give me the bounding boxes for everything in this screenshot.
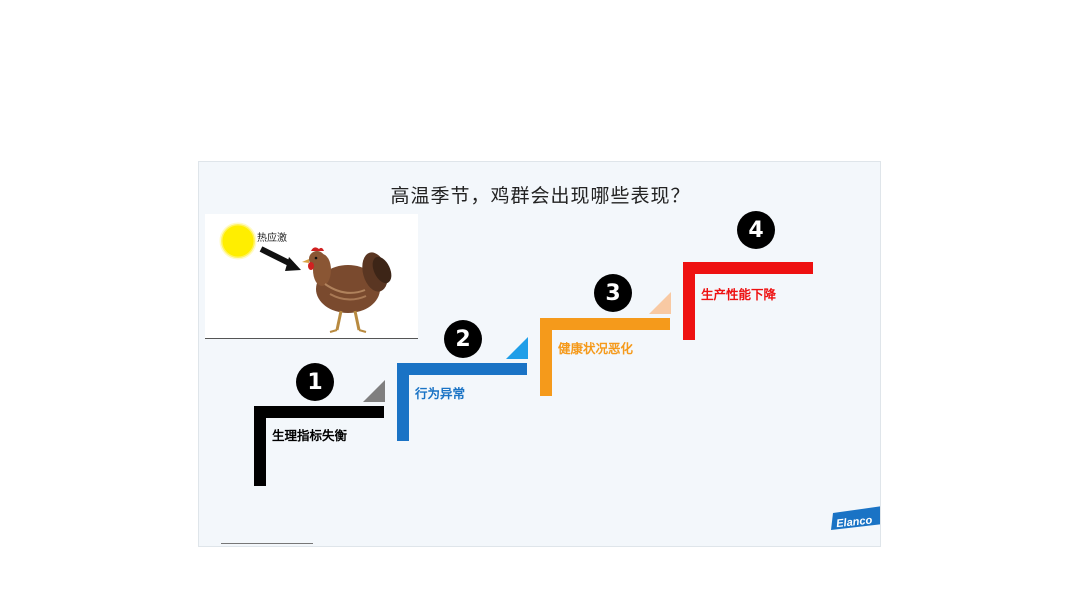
step-4-horizontal-bar — [683, 262, 813, 274]
chicken-icon — [302, 247, 392, 333]
step-4-label: 生产性能下降 — [701, 287, 777, 302]
step-1-horizontal-bar — [254, 406, 384, 418]
step-1-label: 生理指标失衡 — [272, 428, 348, 443]
step-3-label: 健康状况恶化 — [558, 341, 634, 356]
step-3-horizontal-bar — [540, 318, 670, 330]
footer-line — [221, 543, 313, 544]
step-1-vertical-bar — [254, 406, 266, 486]
heat-stress-label: 热应激 — [257, 233, 287, 244]
sun-icon — [221, 224, 255, 258]
step-2-horizontal-bar — [397, 363, 527, 375]
elanco-logo-icon: Elanco — [831, 506, 880, 530]
slide: 高温季节，鸡群会出现哪些表现？ — [198, 161, 881, 547]
heat-stress-illustration — [219, 222, 392, 333]
step-3-vertical-bar — [540, 318, 552, 396]
image-divider — [205, 338, 418, 339]
step-3-number: 3 — [594, 274, 632, 312]
elanco-logo: Elanco — [831, 506, 880, 530]
step-2-number: 2 — [444, 320, 482, 358]
step-1-number: 1 — [296, 363, 334, 401]
step-2-vertical-bar — [397, 363, 409, 441]
step-4-vertical-bar — [683, 262, 695, 340]
heat-stress-image — [205, 214, 418, 338]
svg-text:Elanco: Elanco — [836, 514, 873, 530]
arrow-icon — [259, 246, 293, 267]
step-2-label: 行为异常 — [415, 386, 466, 401]
step-3-corner-icon — [649, 292, 671, 314]
step-1-corner-icon — [363, 380, 385, 402]
step-4-number: 4 — [737, 211, 775, 249]
step-2-corner-icon — [506, 337, 528, 359]
slide-title: 高温季节，鸡群会出现哪些表现？ — [390, 185, 691, 207]
